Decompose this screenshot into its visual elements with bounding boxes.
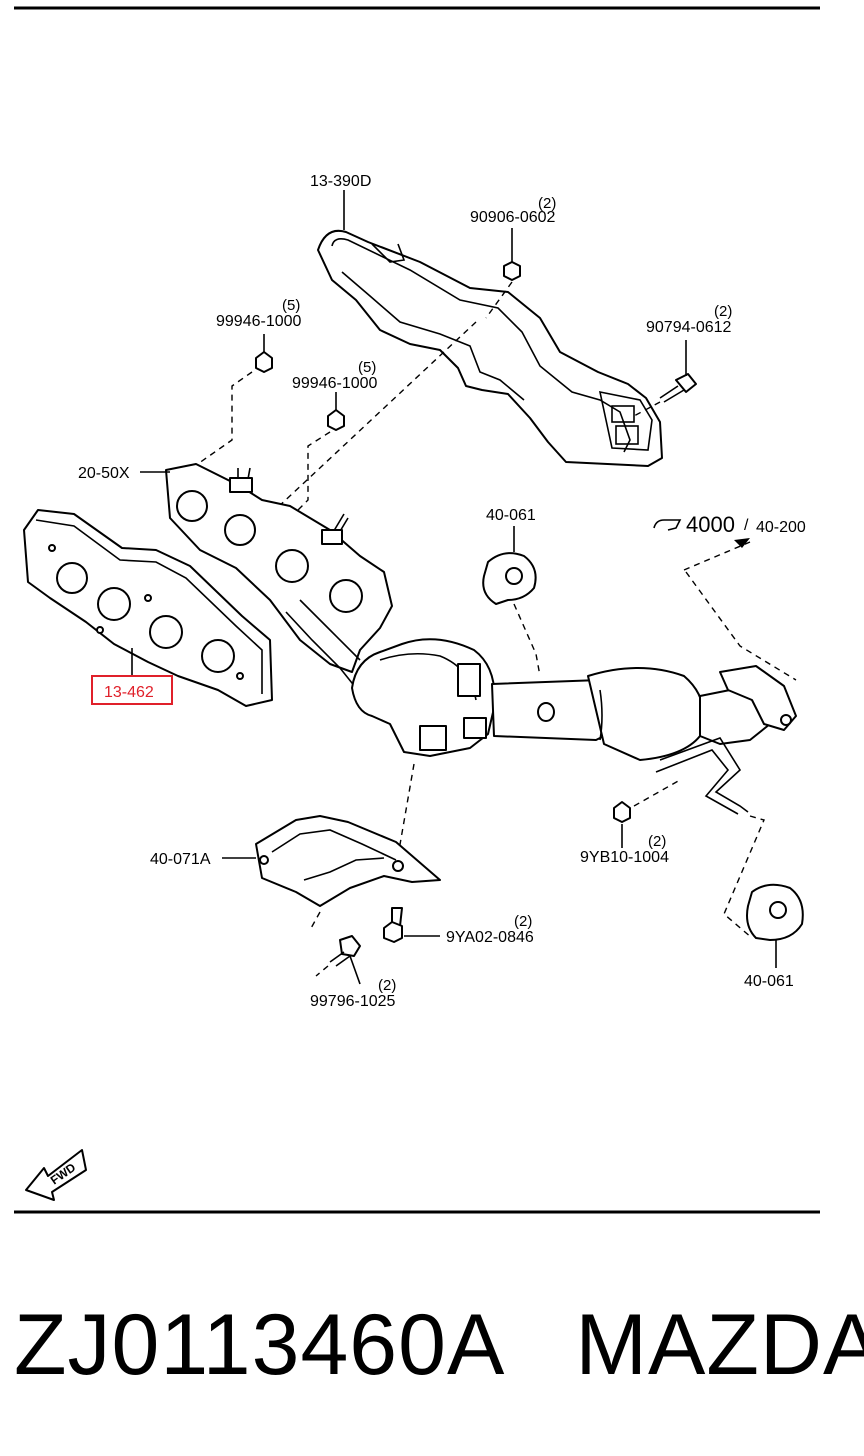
- qty-9YB10-1004: (2): [648, 833, 666, 850]
- nut-90906-0602: [485, 228, 521, 319]
- label-90906-0602: 90906-0602: [470, 209, 556, 226]
- label-ref-slash: /: [744, 517, 749, 534]
- exhaust-manifold: [165, 463, 393, 689]
- label-40-061-upper: 40-061: [486, 507, 536, 524]
- bracket-40-071A: [255, 815, 441, 907]
- footer-caption: ZJ0113460A MAZDA: [14, 1290, 864, 1400]
- label-99946-1000-b: 99946-1000: [292, 375, 378, 392]
- label-9YB10-1004: 9YB10-1004: [580, 849, 669, 866]
- stud-nut-1: [191, 334, 273, 469]
- label-90794-0612: 90794-0612: [646, 319, 732, 336]
- qty-99946-1000-b: (5): [358, 359, 376, 376]
- label-40-061-lower: 40-061: [744, 973, 794, 990]
- label-ref-4000: 4000: [686, 512, 735, 537]
- catalytic-converter: [351, 638, 797, 815]
- qty-9YA02-0846: (2): [514, 913, 532, 930]
- label-20-50X: 20-50X: [78, 465, 130, 482]
- rubber-hanger-lower: [723, 815, 804, 968]
- fwd-arrow-icon: [25, 1149, 87, 1201]
- label-99946-1000-a: 99946-1000: [216, 313, 302, 330]
- heat-insulator-upper: [317, 229, 663, 467]
- qty-99946-1000-a: (5): [282, 297, 300, 314]
- label-13-462: 13-462: [104, 684, 154, 701]
- reference-arrow: [653, 519, 797, 681]
- label-13-390D: 13-390D: [310, 173, 371, 190]
- rubber-hanger-upper: [482, 526, 541, 677]
- qty-90794-0612: (2): [714, 303, 732, 320]
- label-40-071A: 40-071A: [150, 851, 211, 868]
- highlight-box: [91, 675, 173, 705]
- bolt-9YA02-0846: [383, 907, 440, 943]
- label-9YA02-0846: 9YA02-0846: [446, 929, 534, 946]
- nut-9YB10-1004: [613, 779, 681, 848]
- gasket-13-462: [23, 509, 273, 707]
- brand-name: MAZDA: [575, 1297, 864, 1393]
- qty-99796-1025: (2): [378, 977, 396, 994]
- guide-line-cat: [397, 763, 415, 857]
- stud-nut-2: [295, 392, 345, 513]
- label-40-200: 40-200: [756, 519, 806, 536]
- bolt-90794-0612: [633, 340, 697, 417]
- qty-90906-0602: (2): [538, 195, 556, 212]
- part-number: ZJ0113460A: [14, 1297, 506, 1393]
- bolt-99796-1025: [309, 911, 361, 985]
- label-99796-1025: 99796-1025: [310, 993, 396, 1010]
